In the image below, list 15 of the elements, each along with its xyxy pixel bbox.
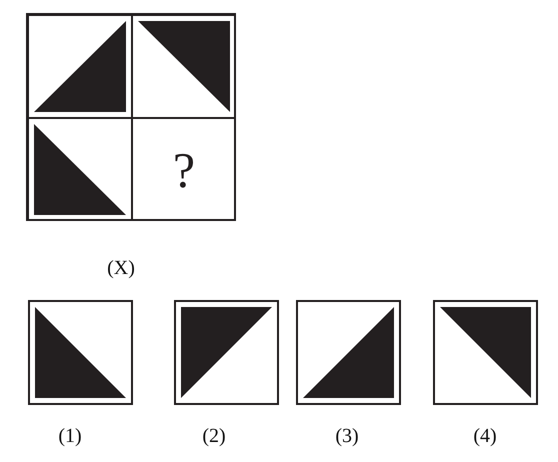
grid-cell xyxy=(132,15,236,118)
option-panel xyxy=(296,300,401,405)
figure-label: (4) xyxy=(473,426,497,446)
grid-cell xyxy=(28,118,132,221)
figure-label: (2) xyxy=(202,426,226,446)
figure-label: (3) xyxy=(335,426,359,446)
question-mark: ? xyxy=(172,144,196,194)
grid-cell xyxy=(132,118,236,221)
grid-cell xyxy=(28,15,132,118)
figure-label: (X) xyxy=(107,258,135,278)
puzzle-grid xyxy=(26,13,236,221)
figure-label: (1) xyxy=(58,426,82,446)
option-panel xyxy=(28,300,133,405)
option-panel xyxy=(433,300,538,405)
option-panel xyxy=(174,300,279,405)
